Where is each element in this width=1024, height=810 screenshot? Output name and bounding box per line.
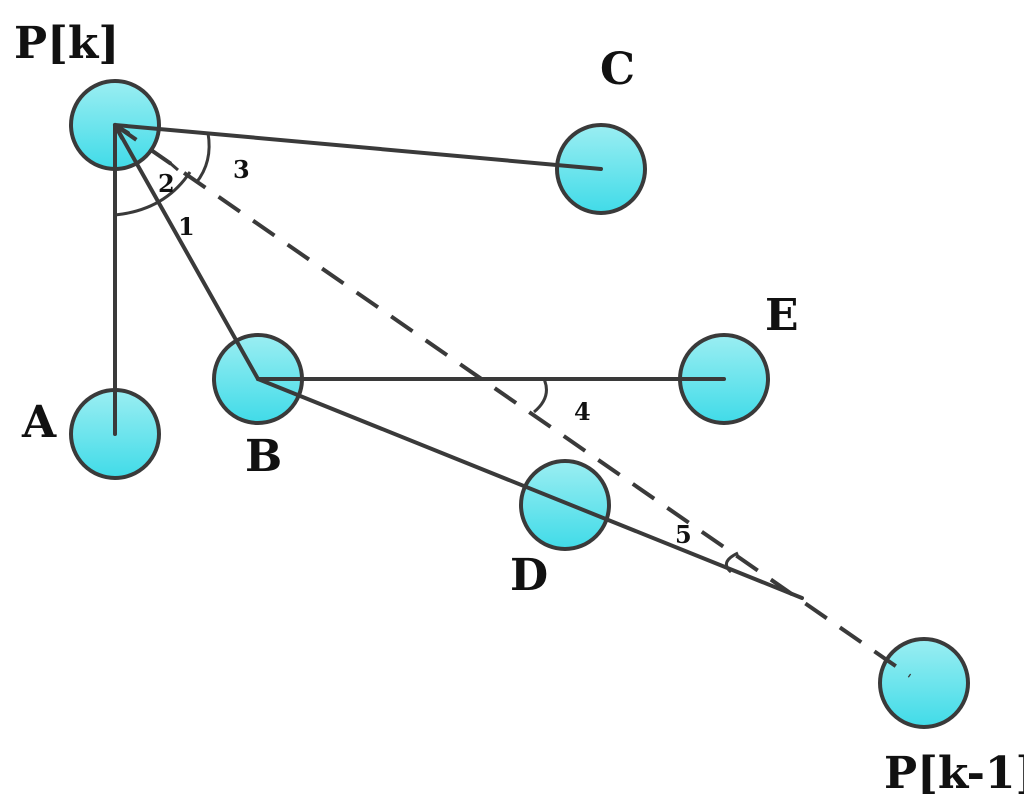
edge-pk-c	[113, 123, 603, 171]
angle-label-1: 1	[178, 212, 195, 241]
angle-label-2: 2	[158, 169, 175, 198]
arc-angle-1	[114, 171, 192, 217]
arrow-head	[113, 123, 130, 140]
arc-angle-2	[149, 148, 180, 172]
label-c: C	[600, 44, 635, 95]
label-a: A	[21, 397, 57, 448]
angle-label-4: 4	[574, 397, 591, 426]
node-pk1	[878, 637, 970, 729]
label-pk1: P[k-1]	[884, 748, 1024, 799]
label-d: D	[510, 550, 548, 601]
arc-angle-3	[194, 132, 211, 184]
arc-angle-5	[724, 551, 739, 574]
node-d	[519, 459, 611, 551]
label-pk: P[k]	[14, 18, 119, 69]
edge-b-end	[256, 377, 804, 600]
edge-pk-pk1-dashed	[113, 123, 912, 678]
label-e: E	[765, 290, 799, 341]
angle-label-3: 3	[233, 155, 250, 184]
label-b: B	[245, 431, 282, 482]
arc-angle-4	[533, 378, 548, 414]
angle-label-5: 5	[675, 520, 692, 549]
edge-pk-b	[113, 123, 260, 381]
